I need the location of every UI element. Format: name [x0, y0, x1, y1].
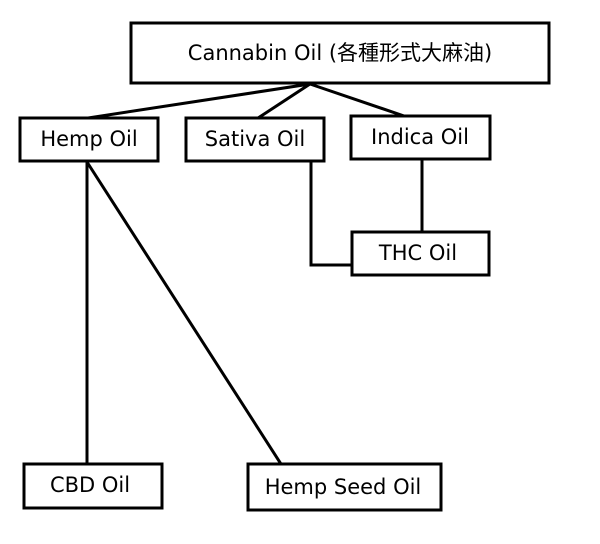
- node-hemp-oil: Hemp Oil: [18, 116, 160, 163]
- node-hemp-seed-oil-box: [246, 462, 443, 512]
- node-cbd-oil: CBD Oil: [22, 462, 164, 510]
- node-sativa-oil-box: [184, 116, 326, 163]
- node-cbd-oil-box: [22, 462, 164, 510]
- node-root-box: [129, 21, 551, 85]
- node-thc-oil-label: THC Oil: [378, 241, 457, 265]
- node-hemp-seed-oil: Hemp Seed Oil: [246, 462, 443, 512]
- node-sativa-oil-label: Sativa Oil: [205, 127, 305, 151]
- edge-root-to-sativa-oil: [255, 81, 313, 121]
- node-sativa-oil: Sativa Oil: [184, 116, 326, 163]
- node-thc-oil-box: [350, 230, 491, 277]
- edge-root-to-indica-oil: [308, 82, 412, 120]
- node-hemp-oil-box: [18, 116, 160, 163]
- edge-root-to-hemp-oil: [86, 82, 312, 120]
- node-thc-oil: THC Oil: [350, 230, 491, 277]
- node-indica-oil-box: [349, 114, 492, 161]
- node-indica-oil-label: Indica Oil: [371, 125, 469, 149]
- node-hemp-seed-oil-label: Hemp Seed Oil: [265, 475, 422, 499]
- edge-sativa-oil-to-thc-oil: [309, 158, 354, 267]
- edge-hemp-oil-to-hemp-seed-oil: [84, 159, 284, 467]
- node-indica-oil: Indica Oil: [349, 114, 492, 161]
- node-hemp-oil-label: Hemp Oil: [40, 127, 137, 151]
- node-root: Cannabin Oil (各種形式大麻油): [129, 21, 551, 85]
- node-root-label: Cannabin Oil (各種形式大麻油): [188, 41, 492, 65]
- connector-lines: [84, 81, 424, 467]
- node-cbd-oil-label: CBD Oil: [50, 473, 130, 497]
